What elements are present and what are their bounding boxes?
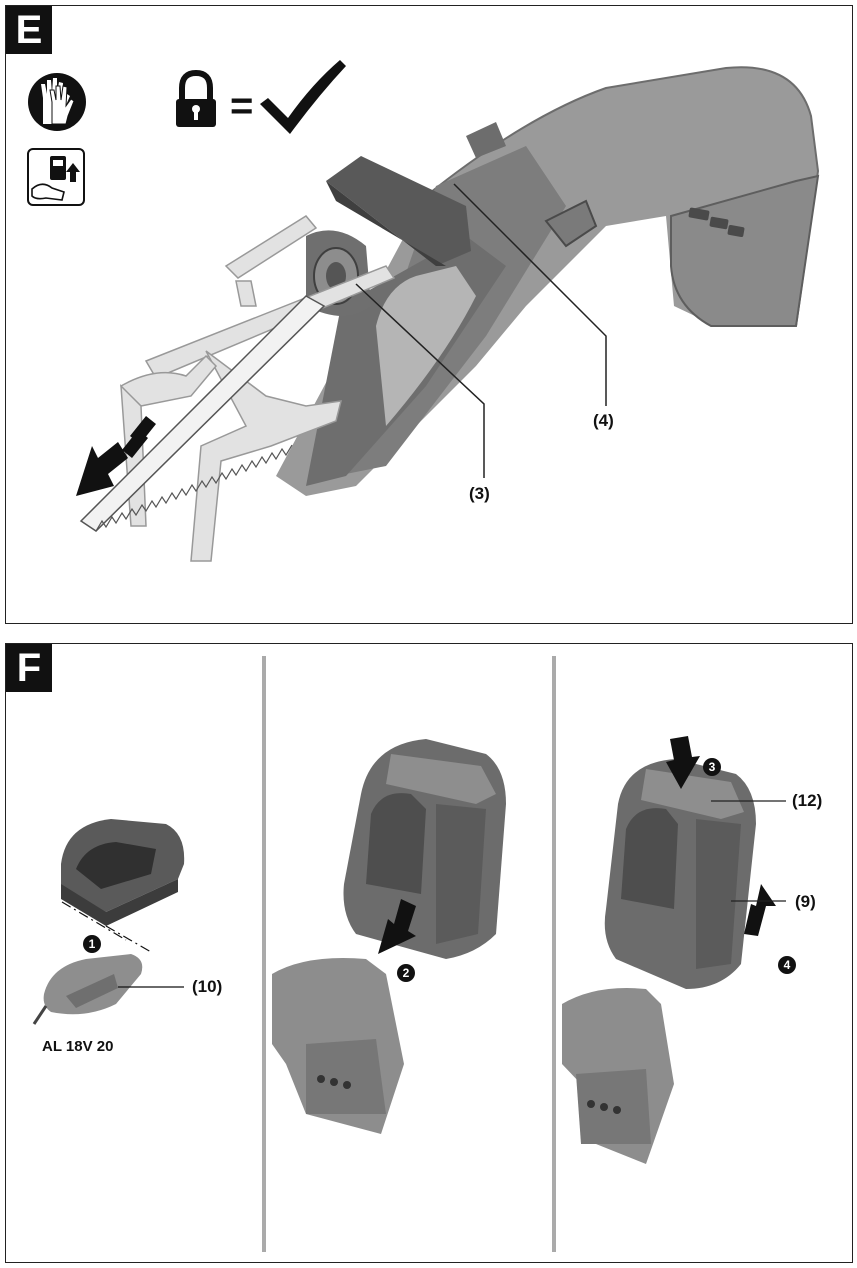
checkmark-icon <box>260 60 346 134</box>
down-arrow-icon <box>378 899 416 954</box>
tool-handle-column-3 <box>562 988 674 1164</box>
step-2-marker: 2 <box>397 964 415 982</box>
column-divider-2 <box>552 656 556 1252</box>
battery-charging-illustration <box>32 736 786 1164</box>
battery-removal-icon <box>27 148 85 206</box>
callout-10: (10) <box>192 977 223 996</box>
charger-model-label: AL 18V 20 <box>42 1038 114 1055</box>
callout-12: (12) <box>792 791 823 810</box>
tool-handle-column-2 <box>272 958 404 1134</box>
saw-blade <box>79 295 326 532</box>
step-1-alignment-lines <box>61 901 152 953</box>
gloves-icon <box>28 73 86 131</box>
battery-pack-top-view <box>61 819 185 926</box>
saw-illustration <box>27 60 820 562</box>
battery-pack-column-2 <box>343 739 506 959</box>
panel-letter-f: F <box>6 644 52 692</box>
equals-sign: = <box>230 84 254 128</box>
battery-pack-column-3 <box>604 759 756 989</box>
slide-up-arrow-icon <box>744 884 776 936</box>
callout-leader-lines-f <box>711 800 786 902</box>
callout-3: (3) <box>469 484 490 503</box>
callout-4: (4) <box>593 411 614 430</box>
figure-panel-f: F <box>5 643 853 1263</box>
callout-9: (9) <box>795 892 816 911</box>
press-down-arrow-icon <box>666 736 700 789</box>
step-3-marker: 3 <box>703 758 721 776</box>
column-divider-1 <box>262 656 266 1252</box>
panel-letter-e: E <box>6 6 52 54</box>
push-direction-arrow-icon <box>76 416 156 496</box>
reciprocating-saw-body <box>276 66 820 496</box>
padlock-icon <box>176 69 216 127</box>
callout-leader-lines <box>355 183 607 478</box>
charger-icon <box>32 954 143 1025</box>
step-1-marker: 1 <box>83 935 101 953</box>
figure-panel-e: E <box>5 5 853 624</box>
step-4-marker: 4 <box>778 956 796 974</box>
